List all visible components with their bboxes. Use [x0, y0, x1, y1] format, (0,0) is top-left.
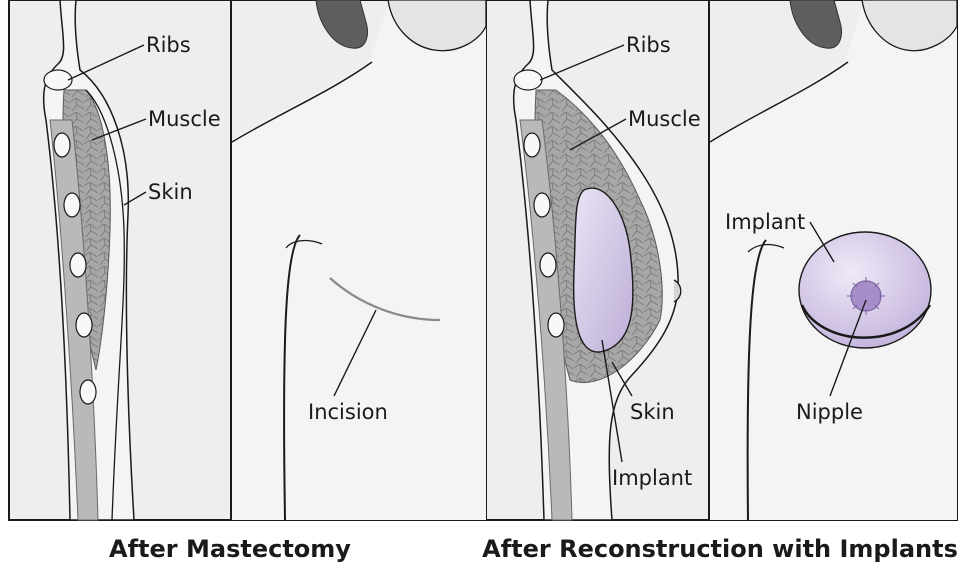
- label-ribs: Ribs: [146, 33, 191, 57]
- label-skin-2: Skin: [630, 400, 675, 424]
- label-ribs-2: Ribs: [626, 33, 671, 57]
- label-muscle: Muscle: [148, 107, 221, 131]
- label-nipple: Nipple: [796, 400, 863, 424]
- label-implant-front: Implant: [725, 210, 805, 234]
- caption-after-mastectomy: After Mastectomy: [109, 535, 351, 563]
- label-muscle-2: Muscle: [628, 107, 701, 131]
- label-incision: Incision: [308, 400, 388, 424]
- caption-after-reconstruction: After Reconstruction with Implants: [482, 535, 958, 563]
- label-implant-side: Implant: [612, 466, 692, 490]
- label-skin: Skin: [148, 180, 193, 204]
